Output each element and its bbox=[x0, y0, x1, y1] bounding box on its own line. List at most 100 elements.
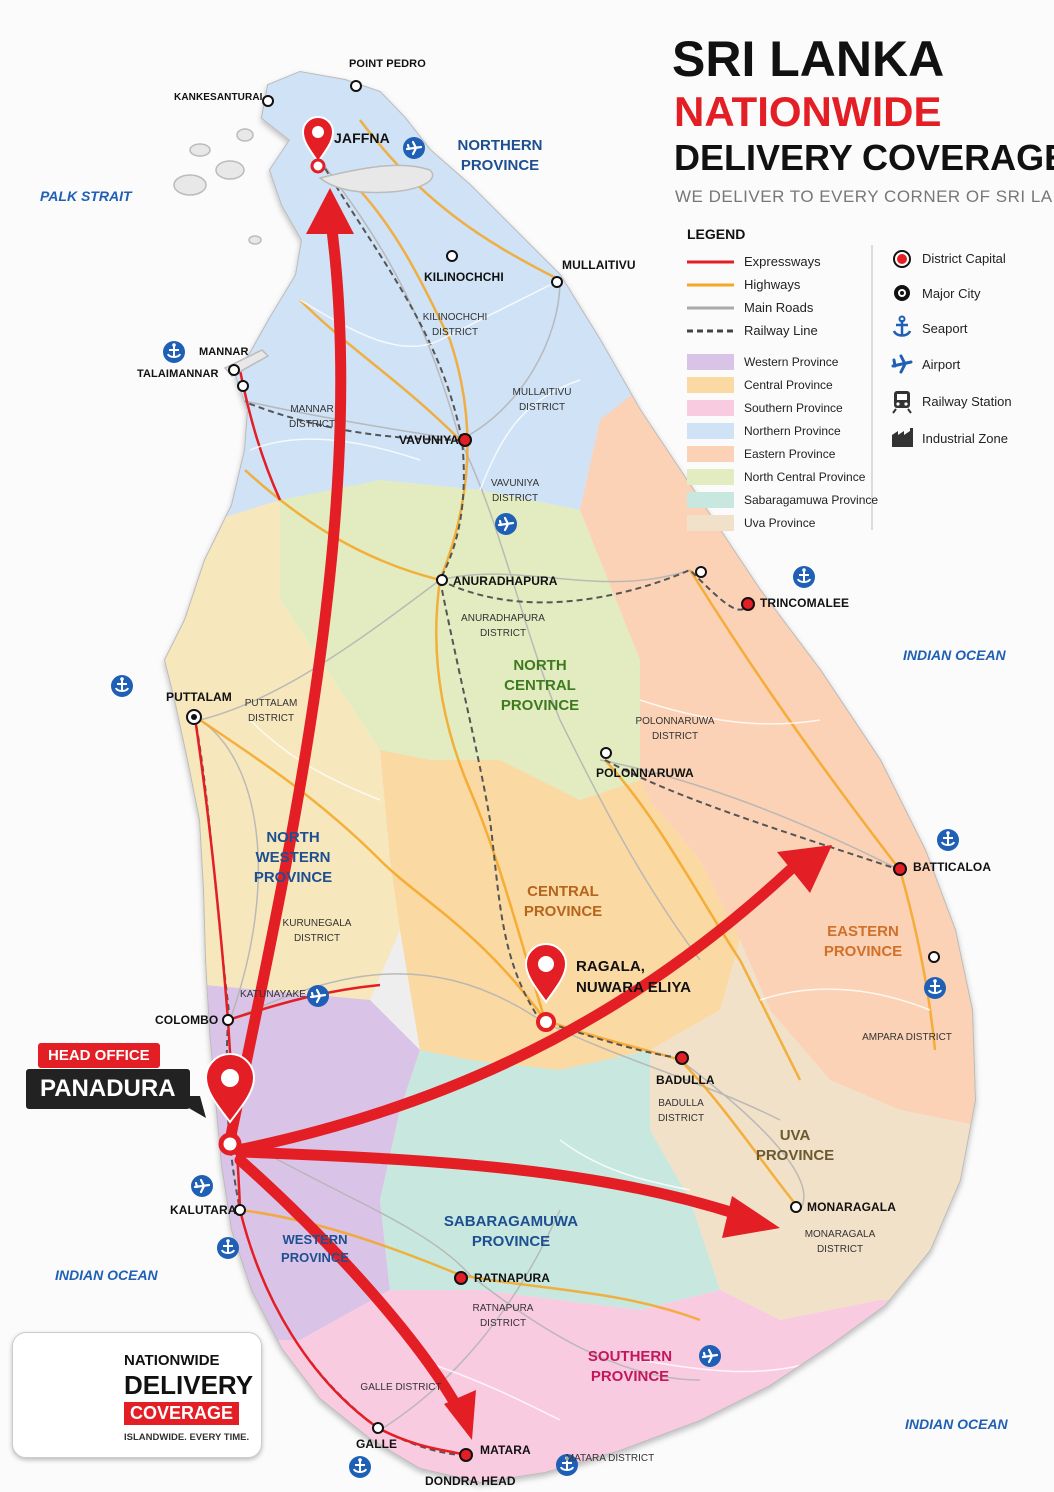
pin-ragala bbox=[524, 943, 568, 1032]
badge-line-3: COVERAGE bbox=[124, 1402, 240, 1425]
city-nuwara-eliya: NUWARA ELIYA bbox=[576, 979, 692, 996]
marker-trinco-station bbox=[695, 566, 707, 578]
district-polonnaruwa: POLONNARUWA DISTRICT bbox=[635, 716, 715, 742]
city-galle: GALLE bbox=[356, 1437, 398, 1451]
badge-line-1: NATIONWIDE bbox=[124, 1352, 220, 1369]
pin-panadura bbox=[204, 1053, 256, 1156]
district-anuradhapura: ANURADHAPURA DISTRICT bbox=[461, 613, 545, 639]
legend-heading: LEGEND bbox=[687, 226, 746, 242]
city-mannar: MANNAR bbox=[199, 346, 249, 358]
legend-graphics bbox=[687, 245, 913, 531]
city-jaffna: JAFFNA bbox=[334, 130, 390, 146]
marker-kalutara bbox=[234, 1204, 246, 1216]
airports bbox=[191, 137, 721, 1367]
legend-major-city: Major City bbox=[922, 286, 981, 301]
legend-seaport: Seaport bbox=[922, 321, 968, 336]
city-trincomalee: TRINCOMALEE bbox=[760, 596, 850, 610]
legend-expressways: Expressways bbox=[744, 254, 821, 269]
title-subtitle: WE DELIVER TO EVERY CORNER OF SRI LANKA bbox=[675, 187, 1054, 206]
city-vavuniya: VAVUNIYA bbox=[399, 433, 459, 447]
marker-polonnaruwa bbox=[600, 747, 612, 759]
legend-railway-station: Railway Station bbox=[922, 394, 1012, 409]
legend-northern: Northern Province bbox=[744, 424, 841, 438]
marker-vavuniya bbox=[458, 433, 472, 447]
district-badulla: BADULLA DISTRICT bbox=[657, 1098, 705, 1124]
title-line-2: NATIONWIDE bbox=[674, 88, 942, 135]
province-western: WESTERN PROVINCE bbox=[281, 1232, 349, 1265]
route-arrowhead-monaragala bbox=[722, 1196, 780, 1238]
anchor-icon bbox=[111, 675, 133, 697]
legend-railway: Railway Line bbox=[744, 323, 818, 338]
airplane-icon bbox=[495, 513, 517, 535]
legend-industrial-zone: Industrial Zone bbox=[922, 431, 1008, 446]
marker-east-coast bbox=[928, 951, 940, 963]
anchor-icon bbox=[349, 1456, 371, 1478]
district-monaragala: MONARAGALA DISTRICT bbox=[804, 1229, 876, 1255]
anchor-icon bbox=[556, 1454, 578, 1476]
route-arrowhead-jaffna bbox=[306, 188, 354, 234]
city-puttalam: PUTTALAM bbox=[166, 690, 232, 704]
legend-southern: Southern Province bbox=[744, 401, 843, 415]
marker-kilinochchi bbox=[446, 250, 458, 262]
region-central bbox=[380, 750, 740, 1070]
city-point-pedro: POINT PEDRO bbox=[349, 58, 426, 70]
marker-talaimannar bbox=[237, 380, 249, 392]
district-capital-icon bbox=[893, 250, 911, 268]
marker-puttalam-inner bbox=[191, 714, 197, 720]
legend-western: Western Province bbox=[744, 355, 839, 369]
city-kankesanturai: KANKESANTURAI bbox=[174, 92, 263, 103]
district-kilinochchi: KILINOCHCHI DISTRICT bbox=[422, 312, 488, 338]
city-polonnaruwa: POLONNARUWA bbox=[596, 766, 694, 780]
ocean-west: INDIAN OCEAN bbox=[55, 1267, 158, 1283]
province-north-central: NORTH CENTRAL PROVINCE bbox=[500, 657, 580, 714]
train-icon bbox=[892, 391, 912, 414]
jaffna-islands bbox=[173, 128, 434, 245]
city-mullaitivu: MULLAITIVU bbox=[562, 258, 636, 272]
ocean-east: INDIAN OCEAN bbox=[903, 647, 1006, 663]
marker-monaragala bbox=[790, 1201, 802, 1213]
title-line-3: DELIVERY COVERAGE bbox=[674, 137, 1054, 178]
route-arrowhead-batticaloa bbox=[777, 845, 832, 893]
route-arrowhead-matara bbox=[444, 1390, 476, 1440]
anchor-icon bbox=[892, 315, 912, 337]
city-ragala: RAGALA, bbox=[576, 958, 646, 975]
city-kilinochchi: KILINOCHCHI bbox=[424, 270, 504, 284]
province-central: CENTRAL PROVINCE bbox=[523, 883, 603, 920]
district-puttalam: PUTTALAM DISTRICT bbox=[244, 698, 298, 724]
anchor-icon bbox=[163, 341, 185, 363]
legend-north-central: North Central Province bbox=[744, 470, 866, 484]
ocean-south: INDIAN OCEAN bbox=[905, 1416, 1008, 1432]
factory-icon bbox=[892, 428, 913, 447]
city-markers bbox=[186, 80, 940, 1462]
coverage-badge bbox=[12, 1332, 262, 1458]
city-ratnapura: RATNAPURA bbox=[474, 1271, 551, 1285]
pin-jaffna bbox=[301, 116, 335, 174]
province-north-western: NORTH WESTERN PROVINCE bbox=[253, 829, 333, 886]
ocean-palk-strait: PALK STRAIT bbox=[40, 188, 132, 204]
seaports bbox=[111, 341, 959, 1478]
delivery-routes bbox=[224, 188, 832, 1440]
anchor-icon bbox=[937, 829, 959, 851]
city-badulla: BADULLA bbox=[656, 1073, 715, 1087]
legend-highways: Highways bbox=[744, 277, 801, 292]
province-sabaragamuwa: SABARAGAMUWA PROVINCE bbox=[443, 1213, 579, 1250]
anchor-icon bbox=[793, 566, 815, 588]
region-north-western bbox=[165, 500, 400, 1000]
legend-airport: Airport bbox=[922, 357, 961, 372]
marker-colombo bbox=[222, 1014, 234, 1026]
district-boundaries bbox=[249, 279, 931, 1421]
city-batticaloa: BATTICALOA bbox=[913, 860, 992, 874]
marker-point-pedro bbox=[350, 80, 362, 92]
title-line-1: SRI LANKA bbox=[672, 31, 945, 87]
legend-sabaragamuwa: Sabaragamuwa Province bbox=[744, 493, 879, 507]
marker-galle bbox=[372, 1422, 384, 1434]
marker-ratnapura bbox=[454, 1271, 468, 1285]
marker-badulla bbox=[675, 1051, 689, 1065]
city-katunayake: KATUNAYAKE bbox=[240, 989, 307, 1000]
city-anuradhapura: ANURADHAPURA bbox=[453, 574, 558, 588]
route-arrow-monaragala bbox=[236, 1146, 746, 1221]
route-arrow-matara bbox=[234, 1154, 466, 1418]
district-ratnapura: RATNAPURA DISTRICT bbox=[472, 1303, 534, 1329]
